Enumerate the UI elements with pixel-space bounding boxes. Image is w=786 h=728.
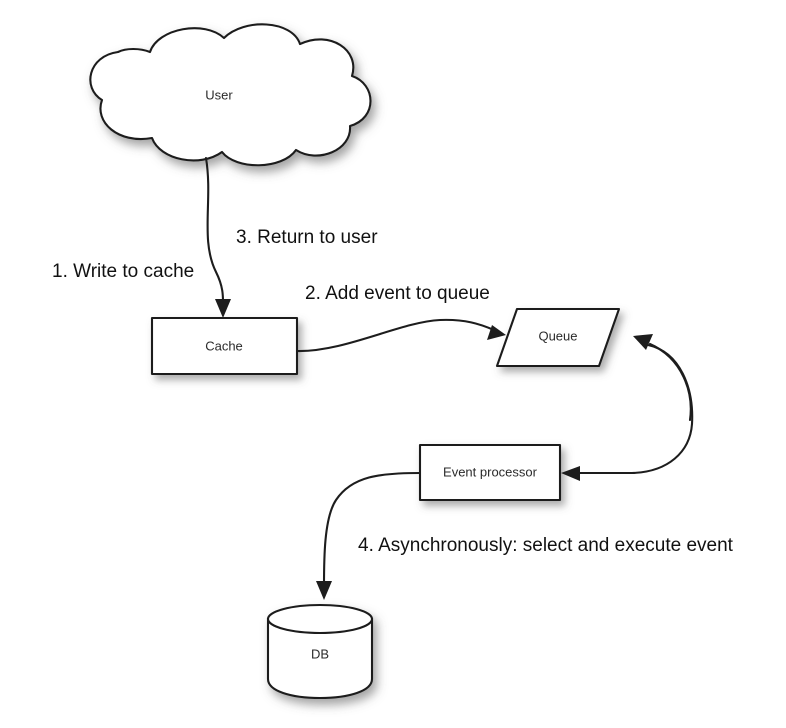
edge-processor-to-queue-line bbox=[648, 342, 692, 422]
edge-queue-to-processor-arrowhead bbox=[561, 466, 580, 481]
edge-user-to-cache-line bbox=[204, 156, 225, 310]
event-processor-rectangle bbox=[418, 443, 562, 502]
db-cylinder bbox=[266, 603, 374, 700]
edge-cache-to-queue-line bbox=[295, 318, 496, 353]
edge-label-step-2: 2. Add event to queue bbox=[305, 283, 490, 304]
edge-label-step-3: 3. Return to user bbox=[236, 227, 378, 248]
queue-parallelogram bbox=[495, 307, 621, 368]
edge-processor-to-queue-arrowhead bbox=[633, 334, 653, 350]
node-user[interactable]: User bbox=[89, 23, 372, 167]
edge-cache-to-queue-arrowhead bbox=[487, 325, 506, 340]
cache-rectangle bbox=[150, 316, 299, 376]
edge-user-to-cache[interactable] bbox=[204, 156, 231, 318]
edge-processor-to-db[interactable] bbox=[316, 471, 422, 600]
node-db[interactable]: DB bbox=[266, 603, 374, 700]
node-queue[interactable]: Queue bbox=[495, 307, 621, 368]
edge-processor-to-queue[interactable] bbox=[633, 334, 692, 422]
cloud-shape bbox=[89, 23, 372, 167]
edge-label-step-4: 4. Asynchronously: select and execute ev… bbox=[358, 535, 734, 556]
edge-processor-to-db-arrowhead bbox=[316, 581, 332, 600]
node-event-processor[interactable]: Event processor bbox=[418, 443, 562, 502]
edge-label-step-1: 1. Write to cache bbox=[52, 261, 194, 282]
edge-processor-to-db-line bbox=[322, 471, 422, 588]
node-cache[interactable]: Cache bbox=[150, 316, 299, 376]
edge-user-to-cache-arrowhead bbox=[215, 299, 231, 318]
edge-cache-to-queue[interactable] bbox=[295, 318, 506, 353]
